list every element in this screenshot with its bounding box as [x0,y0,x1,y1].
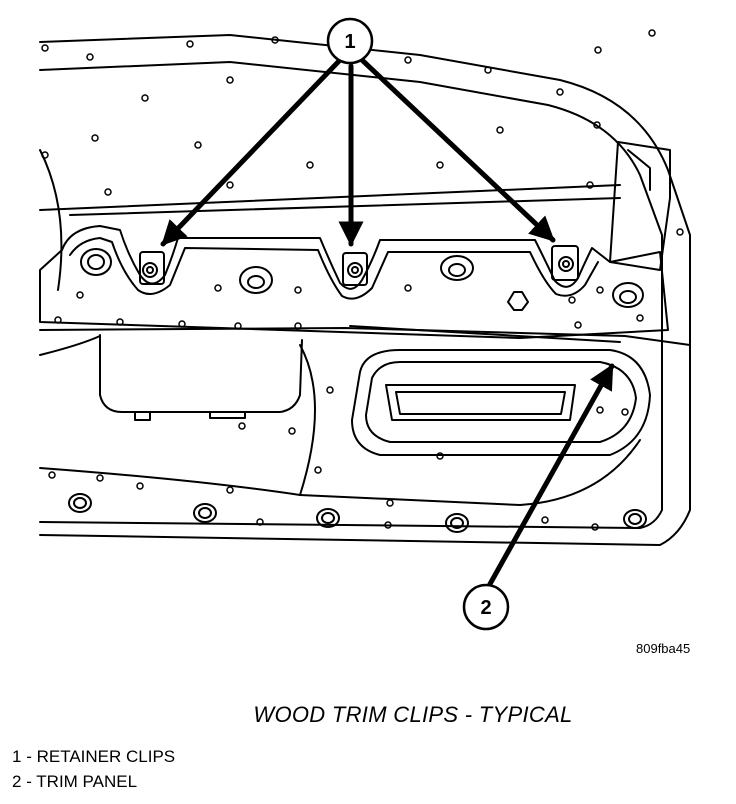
figure-code: 809fba45 [636,641,691,656]
retainer-clip [551,245,579,281]
callout-1: 1 [326,17,374,65]
svg-text:2: 2 [480,597,491,619]
legend-label: TRIM PANEL [36,772,138,791]
door-inner-edge [39,61,663,529]
svg-text:1: 1 [344,31,355,53]
door-pull-cup [99,334,303,413]
callout-2: 2 [462,583,510,631]
wood-trim-panel [39,225,669,339]
armrest-handle [351,349,651,456]
leader-arrow-1c [359,57,556,243]
figure-caption: WOOD TRIM CLIPS - TYPICAL [253,702,573,727]
legend-number: 1 [12,747,22,766]
rivet-dots [41,29,684,531]
retainer-clip [342,252,368,286]
door-outer-edge [39,34,691,546]
retainer-clip [139,251,165,285]
legend-item: 2 - TRIM PANEL [12,772,138,791]
armrest-opening [385,384,576,421]
legend: 1 - RETAINER CLIPS 2 - TRIM PANEL [12,744,175,794]
leader-arrow-1a [160,57,343,247]
legend-label: RETAINER CLIPS [36,747,176,766]
legend-number: 2 [12,772,22,791]
legend-item: 1 - RETAINER CLIPS [12,747,176,766]
leader-arrow-2 [487,363,615,587]
door-panel-illustration: 1 2 [39,17,691,631]
